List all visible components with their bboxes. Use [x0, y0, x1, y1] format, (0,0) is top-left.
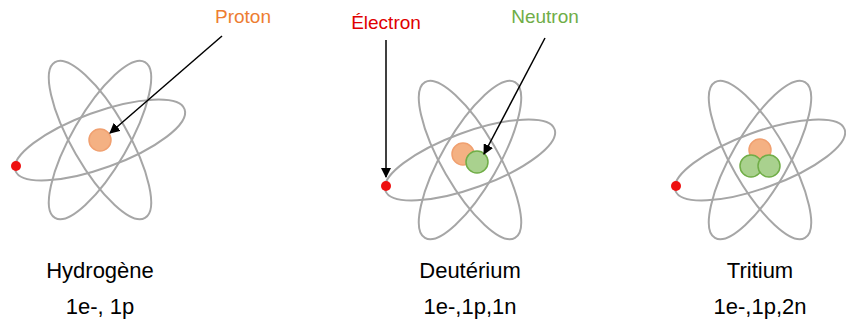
hydrogen-atom: [6, 48, 194, 232]
tritium-atom: [666, 68, 846, 252]
composition: 1e-,1p,1n: [424, 294, 517, 319]
composition: 1e-, 1p: [66, 294, 135, 319]
part-name: Neutron: [511, 6, 579, 28]
leader-arrow: [385, 40, 387, 177]
part-name: Proton: [215, 6, 271, 28]
part-name: Électron: [351, 12, 421, 34]
composition: 1e-,1p,2n: [714, 294, 807, 319]
isotope-name: Tritium: [727, 258, 793, 283]
leader-arrow: [110, 36, 222, 133]
isotope-name: Deutérium: [419, 258, 520, 283]
leader-arrow: [484, 38, 545, 154]
deuterium-atom: [376, 68, 564, 252]
isotope-name: Hydrogène: [46, 258, 154, 283]
